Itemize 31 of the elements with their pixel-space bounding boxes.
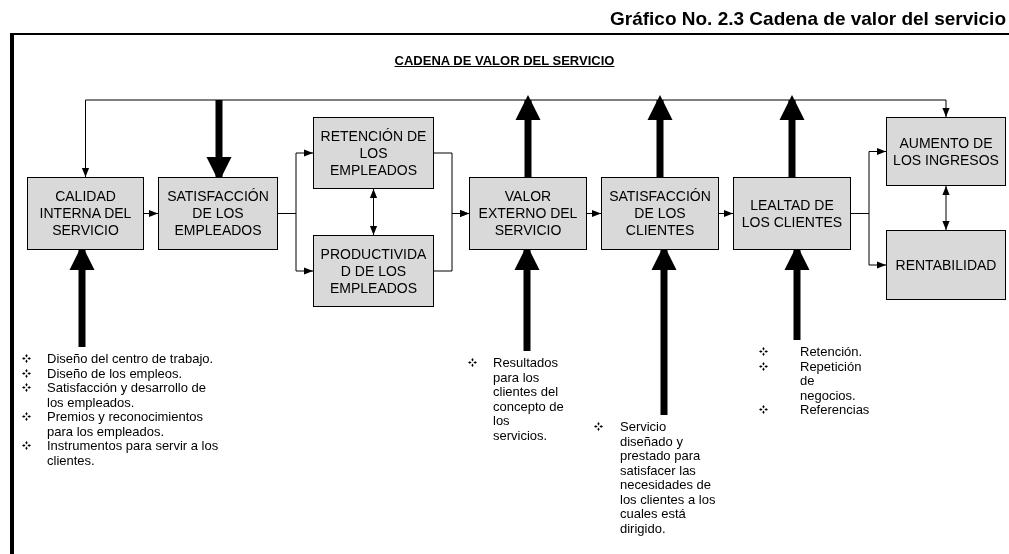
bullet-item: Resultados para los clientes del concepto de los servicios. (493, 355, 564, 443)
bullet-item: Instrumentos para servir a los clientes. (47, 438, 219, 468)
bullet-item: Diseño del centro de trabajo. (47, 351, 214, 366)
process-box: SATISFACCIÓN DE LOS EMPLEADOS (158, 177, 278, 250)
process-box: RETENCIÓN DE LOS EMPLEADOS (313, 117, 434, 189)
process-box: AUMENTO DE LOS INGRESOS (886, 117, 1006, 186)
process-box: VALOR EXTERNO DEL SERVICIO (469, 177, 587, 250)
figure-title: Gráfico No. 2.3 Cadena de valor del servicio (610, 8, 1006, 30)
bullet-item: Diseño de los empleos. (47, 365, 183, 381)
thick-arrow (647, 94, 673, 177)
arrow (942, 185, 950, 231)
bullet-item: Retención. (800, 344, 863, 359)
arrow (81, 99, 950, 178)
arrow (718, 209, 734, 218)
process-box: SATISFACCIÓN DE LOS CLIENTES (601, 177, 719, 250)
bullet-item: Premios y reconocimientos para los empleados. (47, 409, 204, 439)
diagram-heading: CADENA DE VALOR DEL SERVICIO (393, 53, 616, 68)
process-box: PRODUCTIVIDAD DE LOS EMPLEADOS (313, 235, 434, 307)
arrow (433, 209, 470, 272)
bullet-item: Servicio diseñado y prestado para satisfacer las necesidades de los clientes a los cuales está dirigido. (620, 419, 716, 536)
arrow (143, 209, 159, 218)
bullet-item: Repetición de negocios. (800, 358, 862, 403)
arrow (369, 188, 378, 236)
bullet-item: Satisfacción y desarrollo de los empleados. (47, 380, 206, 410)
thick-arrow (515, 94, 541, 177)
thick-arrow (779, 94, 805, 177)
arrow (586, 209, 602, 218)
process-box: LEALTAD DE LOS CLIENTES (733, 177, 851, 250)
process-box: CALIDAD INTERNA DEL SERVICIO (27, 177, 144, 250)
process-box: RENTABILIDAD (886, 230, 1006, 300)
bullet-item: Referencias (800, 402, 870, 417)
